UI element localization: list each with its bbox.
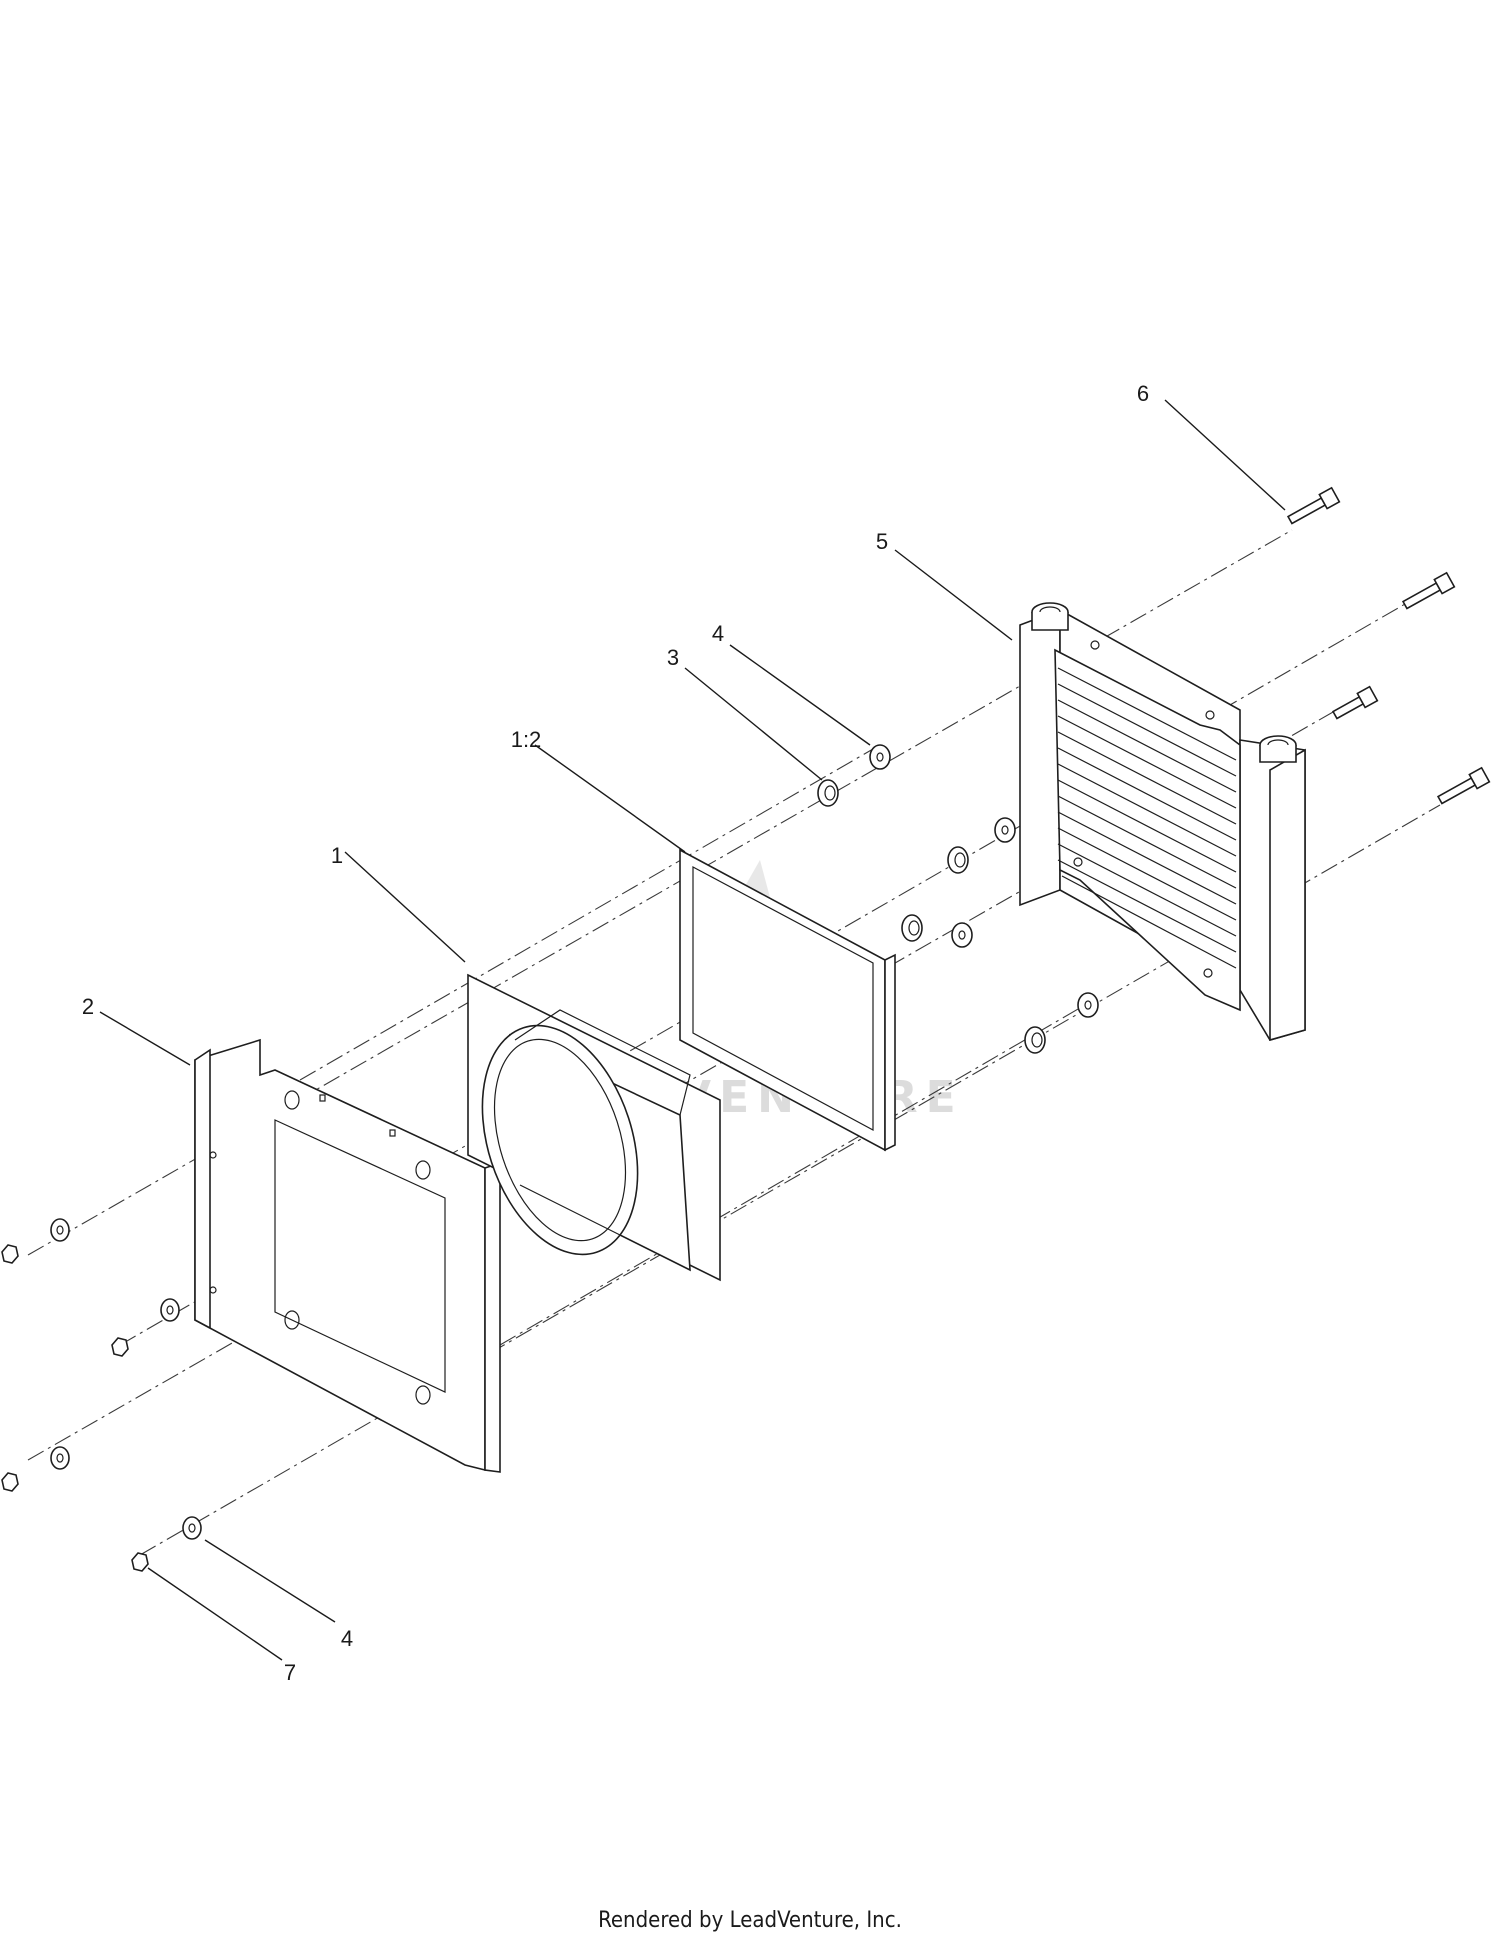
callout-2: 2 xyxy=(82,994,94,1019)
callout-6: 6 xyxy=(1137,381,1149,406)
bracket-part xyxy=(194,1038,501,1473)
bolt xyxy=(1401,571,1456,610)
bolts xyxy=(1286,486,1491,805)
cooler-fins xyxy=(1057,667,1237,969)
gasket-part xyxy=(679,848,896,1152)
callout-5: 5 xyxy=(876,529,888,554)
leader-lines xyxy=(99,399,1286,1661)
callouts: 6 5 4 3 1:2 1 2 4 7 xyxy=(82,381,1149,1685)
callout-4: 4 xyxy=(341,1626,353,1651)
callout-1-2: 1:2 xyxy=(511,727,542,752)
callout-3: 3 xyxy=(667,645,679,670)
oil-cooler-part xyxy=(1019,602,1306,1042)
bolt xyxy=(1436,766,1491,805)
nuts xyxy=(1,1244,149,1572)
washers xyxy=(50,744,1099,1540)
callout-7: 7 xyxy=(284,1660,296,1685)
footer-credit: Rendered by LeadVenture, Inc. xyxy=(598,1908,902,1933)
callout-4: 4 xyxy=(712,621,724,646)
bolt xyxy=(1331,685,1379,720)
bolt xyxy=(1286,486,1341,525)
grommets xyxy=(817,779,1046,1054)
shroud-part xyxy=(467,973,721,1282)
callout-1: 1 xyxy=(331,843,343,868)
